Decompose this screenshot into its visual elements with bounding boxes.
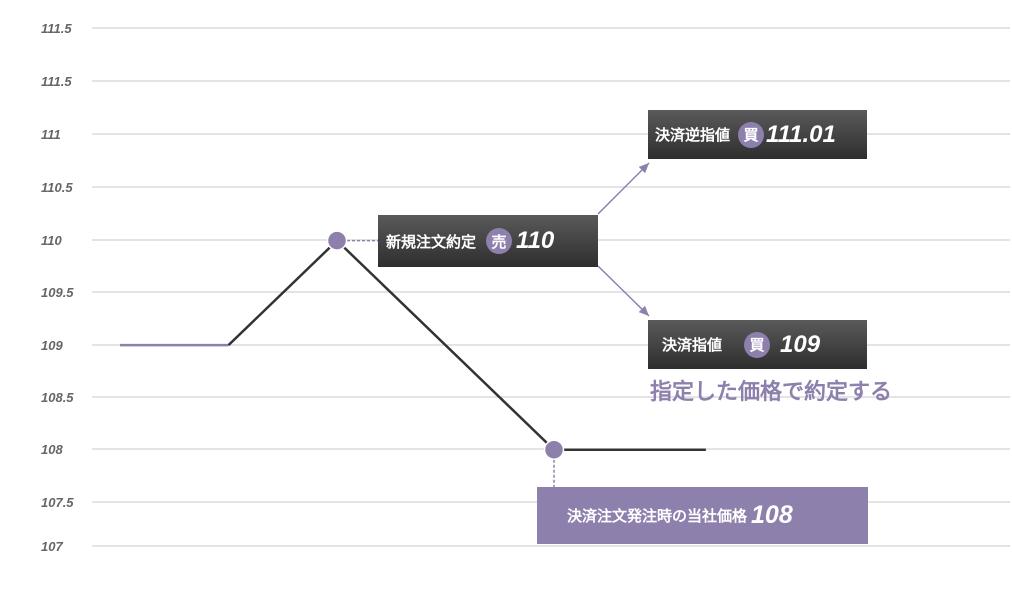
limit-order-box: 決済指値 買 109 [648, 320, 867, 369]
stop-order-box: 決済逆指値 買 111.01 [648, 110, 867, 159]
settlement-box: 決済注文発注時の当社価格 108 [537, 487, 868, 544]
y-tick-label: 110 [41, 233, 62, 248]
y-tick-label: 109 [41, 338, 63, 353]
y-axis-tick-labels: 111.5 111.5 111 110.5 110 109.5 109 108.5 108 107… [41, 21, 74, 554]
new-order-label: 新規注文約定 [386, 232, 477, 251]
y-tick-label: 107 [41, 539, 63, 554]
y-tick-label: 111.5 [41, 21, 72, 36]
limit-order-caption: 指定した価格で約定する [650, 380, 893, 405]
arrow-to-stop-order [597, 162, 650, 215]
limit-order-value: 109 [780, 330, 821, 358]
stop-order-label: 決済逆指値 [655, 126, 731, 144]
settlement-value: 108 [751, 501, 793, 529]
arrow-to-stop-order-head [638, 163, 649, 174]
grid [92, 27, 1010, 547]
marker-point [326, 230, 348, 251]
sell-badge-icon: 売 [486, 228, 513, 254]
series-lines [120, 238, 706, 451]
settlement-label: 決済注文発注時の当社価格 [567, 507, 748, 525]
y-tick-label: 108.5 [41, 390, 74, 405]
new-order-value: 110 [516, 227, 555, 254]
y-tick-label: 110.5 [41, 180, 73, 195]
arrow-to-limit-order [597, 265, 650, 317]
new-order-box: 新規注文約定 売 110 [378, 215, 598, 267]
buy-badge-icon: 買 [744, 331, 771, 358]
series-line [227, 238, 706, 451]
stop-order-value: 111.01 [766, 120, 836, 148]
y-tick-label: 111.5 [41, 74, 72, 89]
marker-point [543, 439, 565, 460]
y-tick-label: 108 [41, 442, 63, 457]
connectors [337, 162, 650, 488]
markers [326, 230, 565, 460]
y-tick-label: 111 [41, 127, 61, 142]
arrow-to-limit-order-head [638, 305, 649, 316]
y-tick-label: 109.5 [41, 285, 74, 300]
y-tick-label: 107.5 [41, 495, 74, 510]
buy-badge-icon: 買 [738, 121, 765, 148]
limit-order-label: 決済指値 [662, 336, 723, 354]
